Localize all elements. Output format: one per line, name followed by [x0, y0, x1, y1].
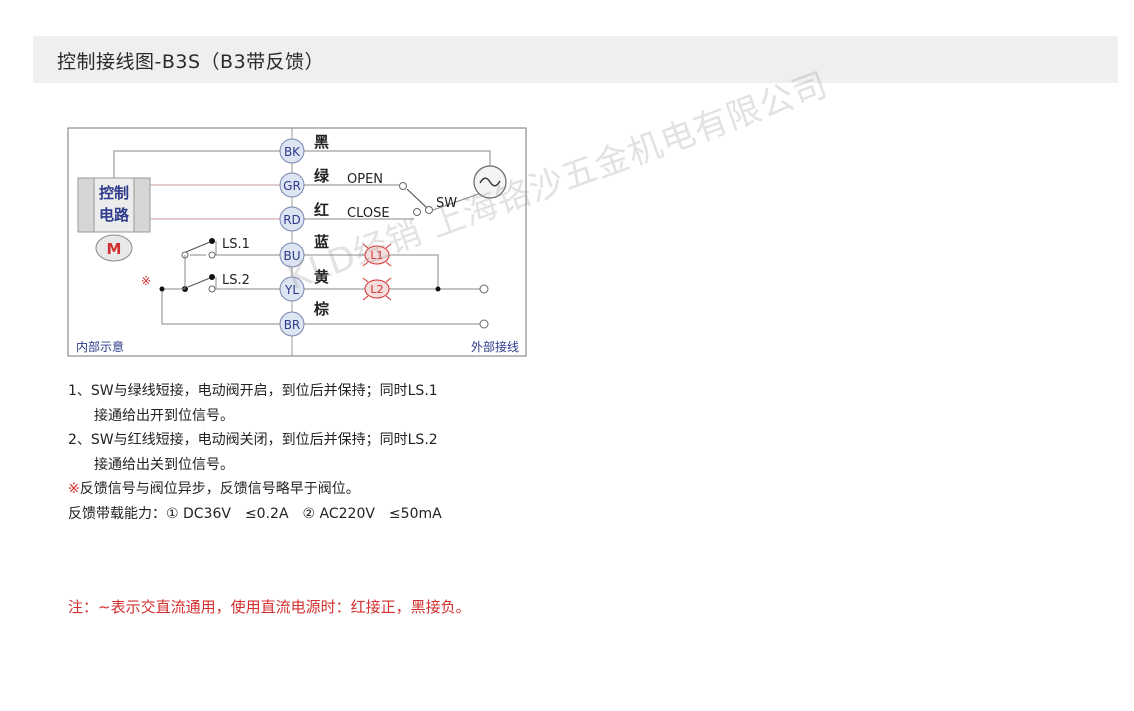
terminal-bk: BK [279, 138, 305, 164]
open-label: OPEN [347, 172, 383, 187]
terminal-rd-code: RD [283, 213, 301, 227]
ls2-blade [187, 277, 211, 288]
control-label-2: 电路 [99, 206, 130, 224]
terminal-bk-code: BK [284, 145, 301, 159]
wire-color-br: 棕 [314, 300, 329, 318]
ls1-blade [185, 241, 211, 253]
title-bar: 控制接线图-B3S（B3带反馈） [33, 36, 1118, 83]
wire-color-rd: 红 [314, 201, 329, 219]
terminal-gr-code: GR [283, 179, 301, 193]
external-label: 外部接线 [471, 339, 519, 354]
terminal-gr: GR [279, 172, 305, 198]
note-1-line-1: 1、SW与绿线短接，电动阀开启，到位后并保持；同时LS.1 [68, 383, 438, 399]
ls2-label: LS.2 [222, 273, 250, 288]
page-title: 控制接线图-B3S（B3带反馈） [57, 51, 325, 73]
async-note-mark: ※ [141, 274, 151, 288]
lamp-l2-icon: L2 [362, 277, 392, 301]
terminal-rd: RD [279, 206, 305, 232]
notes: 1、SW与绿线短接，电动阀开启，到位后并保持；同时LS.1 接通给出开到位信号。… [68, 379, 442, 526]
open-contact [399, 182, 407, 190]
note-load-capacity: 反馈带载能力：① DC36V ≤0.2A ② AC220V ≤50mA [68, 505, 442, 522]
terminal-br: BR [279, 311, 305, 337]
lamp-terminal [479, 284, 489, 294]
internal-label: 内部示意 [76, 339, 124, 354]
ls-common-wire [161, 255, 280, 325]
note-1-line-2: 接通给出开到位信号。 [94, 407, 234, 424]
motor-icon: M [95, 234, 133, 262]
bk-wire [113, 150, 280, 178]
control-circuit-box: 控制 电路 [77, 177, 151, 233]
motor-label: M [107, 240, 122, 258]
bk-power-wire [304, 150, 491, 167]
note-async: ※反馈信号与阀位异步，反馈信号略早于阀位。 [68, 481, 360, 497]
lamp-l2-label: L2 [370, 283, 383, 296]
footnote: 注：∼表示交直流通用，使用直流电源时：红接正，黑接负。 [68, 598, 471, 616]
diagram-frame [67, 127, 527, 357]
control-label-1: 控制 [99, 184, 129, 202]
ls1-wire [215, 241, 280, 256]
wire-color-gr: 绿 [314, 167, 330, 185]
terminal-br-code: BR [284, 318, 301, 332]
note-async-mark: ※ [68, 481, 80, 497]
watermark: KLD经销 上海铬沙五金机电有限公司 [281, 64, 834, 299]
note-2-line-2: 接通给出关到位信号。 [94, 456, 234, 473]
ls1-label: LS.1 [222, 237, 250, 252]
ls2-wire [215, 277, 280, 290]
wire-color-bk: 黑 [314, 133, 329, 151]
note-2-line-1: 2、SW与红线短接，电动阀关闭，到位后并保持；同时LS.2 [68, 432, 438, 448]
br-terminal [479, 319, 489, 329]
